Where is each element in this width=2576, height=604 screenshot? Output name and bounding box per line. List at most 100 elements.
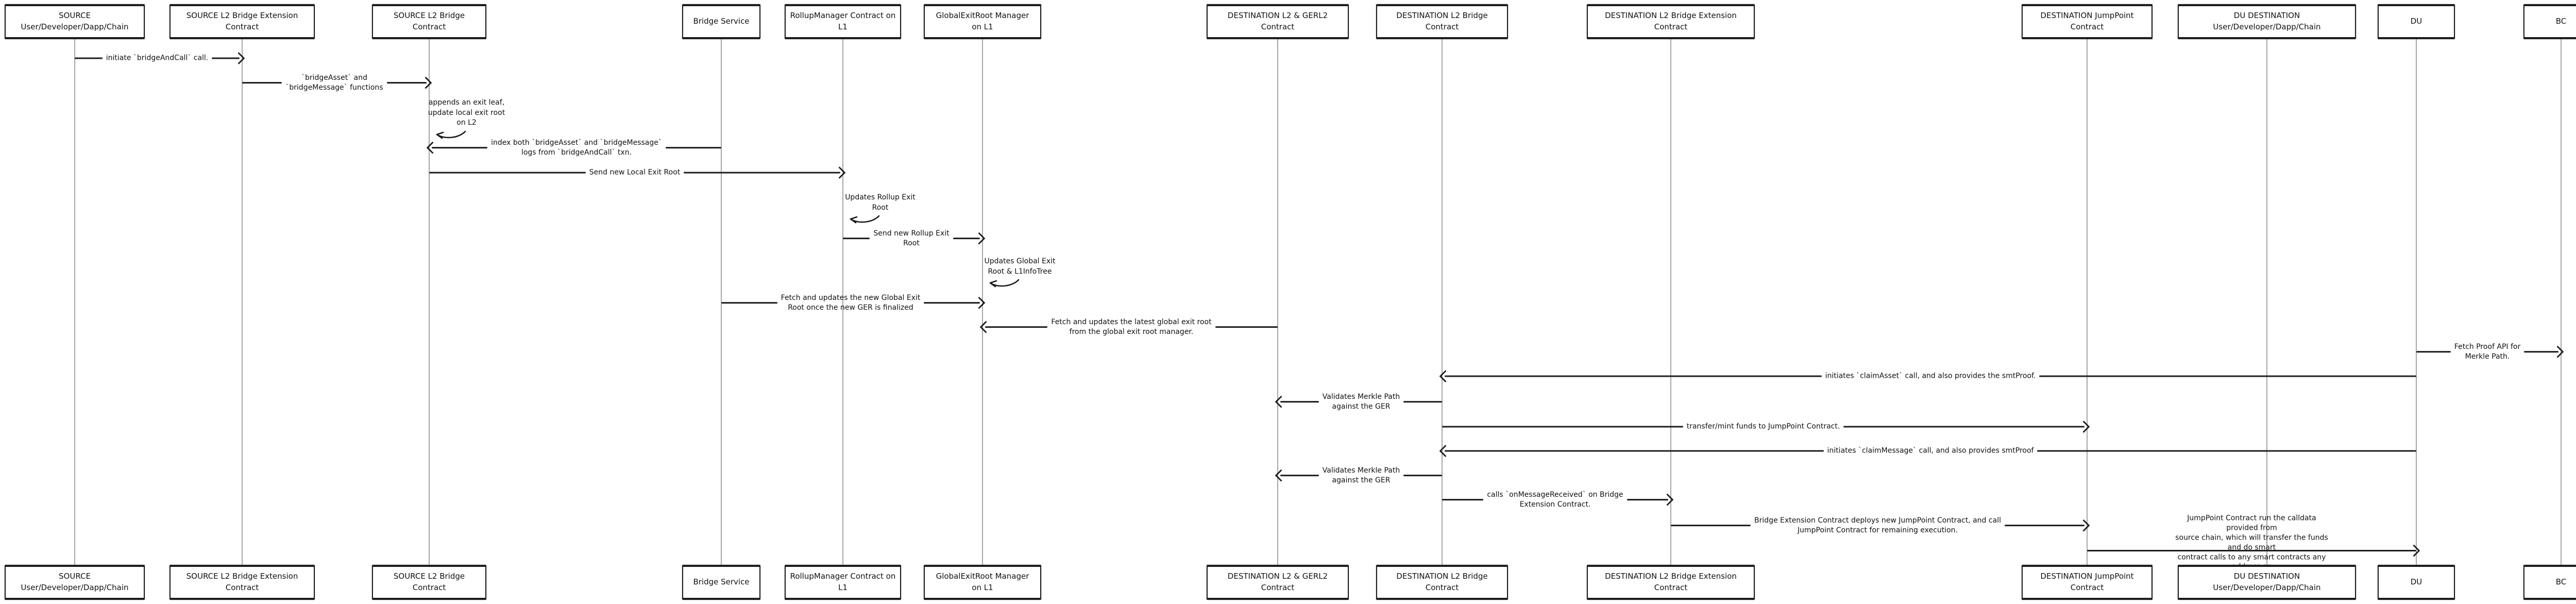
message-label: Validates Merkle Path against the GER	[1322, 393, 1400, 411]
participant-label: SOURCE User/Developer/Dapp/Chain	[21, 11, 129, 31]
message-2: index both `bridgeAsset` and `bridgeMess…	[426, 138, 722, 158]
arrowhead-right-icon	[973, 296, 986, 310]
participant-top-box-du: DU	[2378, 4, 2455, 39]
participant-label: GlobalExitRoot Manager on L1	[936, 11, 1029, 31]
participant-bottom-box-rollup-manager: RollupManager Contract on L1	[785, 565, 901, 600]
participant-label: DESTINATION L2 Bridge Extension Contract	[1605, 572, 1737, 592]
message-8: initiates `claimAsset` call, and also pr…	[1439, 370, 2417, 383]
message-label: Validates Merkle Path against the GER	[1322, 466, 1400, 484]
participant-label: DU	[2410, 577, 2422, 587]
participant-label: Bridge Service	[693, 16, 750, 26]
participant-bottom-box-source-user: SOURCE User/Developer/Dapp/Chain	[5, 565, 145, 600]
participant-top-box-dest-l2-gerl2: DESTINATION L2 & GERL2 Contract	[1207, 4, 1349, 39]
arrowhead-right-icon	[1661, 493, 1674, 507]
message-line	[2524, 351, 2559, 353]
message-3: Send new Local Exit Root	[429, 166, 846, 179]
participant-label: SOURCE User/Developer/Dapp/Chain	[21, 572, 129, 592]
participant-label: DESTINATION JumpPoint Contract	[2040, 11, 2134, 31]
participant-label: DESTINATION L2 Bridge Extension Contract	[1605, 11, 1737, 31]
message-line	[1403, 475, 1442, 477]
message-label: transfer/mint funds to JumpPoint Contrac…	[1686, 422, 1840, 431]
participant-label: BC	[2555, 577, 2567, 587]
participant-bottom-box-bridge-service: Bridge Service	[682, 565, 760, 600]
message-line	[1215, 326, 1278, 328]
participant-top-box-source-user: SOURCE User/Developer/Dapp/Chain	[5, 4, 145, 39]
arrowhead-right-icon	[2551, 345, 2564, 359]
message-line	[212, 57, 240, 59]
participant-label: SOURCE L2 Bridge Extension Contract	[186, 11, 298, 31]
message-line	[1280, 475, 1319, 477]
participant-label: DESTINATION L2 Bridge Contract	[1396, 572, 1488, 592]
message-line	[2087, 549, 2416, 551]
message-label: initiates `claimMessage` call, and also …	[1827, 446, 2034, 455]
message-1: `bridgeAsset` and `bridgeMessage` functi…	[242, 73, 432, 93]
participant-label: DESTINATION L2 & GERL2 Contract	[1227, 11, 1328, 31]
message-line	[2416, 351, 2451, 353]
message-line	[1442, 426, 1683, 428]
message-7: Fetch Proof API for Merkle Path.	[2416, 342, 2564, 362]
participant-bottom-box-source-l2-bridge: SOURCE L2 Bridge Contract	[372, 565, 486, 600]
arrowhead-right-icon	[2077, 420, 2090, 433]
message-label: Send new Local Exit Root	[589, 168, 681, 177]
message-line	[924, 302, 980, 304]
message-line	[985, 326, 1048, 328]
message-line	[684, 172, 841, 174]
participant-bottom-box-dest-l2-gerl2: DESTINATION L2 & GERL2 Contract	[1207, 565, 1349, 600]
participant-top-box-source-bridge-ext: SOURCE L2 Bridge Extension Contract	[170, 4, 315, 39]
message-line	[1442, 499, 1484, 501]
self-message-label: appends an exit leaf, update local exit …	[428, 98, 505, 127]
arrowhead-right-icon	[973, 232, 986, 245]
participant-top-box-ger-manager-l1: GlobalExitRoot Manager on L1	[924, 4, 1041, 39]
self-message-2: Updates Global Exit Root & L1InfoTree	[972, 257, 1067, 290]
message-label: Fetch Proof API for Merkle Path.	[2454, 343, 2521, 361]
message-6: Fetch and updates the latest global exit…	[979, 317, 1278, 337]
self-loop-arrow-icon	[850, 215, 880, 224]
participant-bottom-box-du: DU	[2378, 565, 2455, 600]
participant-top-box-bc: BC	[2523, 4, 2576, 39]
participant-bottom-box-dest-bridge-ext: DESTINATION L2 Bridge Extension Contract	[1587, 565, 1755, 600]
message-label: index both `bridgeAsset` and `bridgeMess…	[491, 139, 662, 157]
self-message-label: Updates Global Exit Root & L1InfoTree	[984, 257, 1056, 276]
message-line	[1671, 525, 1751, 527]
participant-label: SOURCE L2 Bridge Contract	[393, 572, 465, 592]
message-14: Bridge Extension Contract deploys new Ju…	[1671, 516, 2090, 535]
message-line	[2039, 375, 2417, 377]
message-line	[1280, 401, 1319, 403]
message-0: initiate `bridgeAndCall` call.	[75, 52, 245, 65]
message-11: initiates `claimMessage` call, and also …	[1439, 444, 2416, 458]
participant-bottom-box-bc: BC	[2523, 565, 2576, 600]
arrowhead-right-icon	[2408, 544, 2420, 557]
lifeline-source-user	[74, 39, 75, 565]
participant-label: DU DESTINATION User/Developer/Dapp/Chain	[2213, 11, 2321, 31]
message-line	[1626, 499, 1668, 501]
lifeline-dest-l2-gerl2	[1277, 39, 1278, 565]
participant-top-box-dest-l2-bridge: DESTINATION L2 Bridge Contract	[1376, 4, 1508, 39]
message-label: `bridgeAsset` and `bridgeMessage` functi…	[285, 74, 383, 92]
message-label: Fetch and updates the latest global exit…	[1051, 318, 1212, 336]
arrowhead-right-icon	[232, 52, 245, 65]
message-4: Send new Rollup Exit Root	[843, 229, 986, 248]
lifeline-dest-jumppoint	[2087, 39, 2088, 565]
message-line	[843, 238, 870, 240]
message-label: Send new Rollup Exit Root	[873, 229, 950, 247]
participant-top-box-du-destination-user: DU DESTINATION User/Developer/Dapp/Chain	[2178, 4, 2356, 39]
lifeline-du	[2416, 39, 2417, 565]
participant-label: SOURCE L2 Bridge Extension Contract	[186, 572, 298, 592]
participant-label: Bridge Service	[693, 577, 750, 587]
message-line	[432, 147, 488, 149]
participant-label: RollupManager Contract on L1	[790, 11, 896, 31]
lifeline-source-l2-bridge	[429, 39, 430, 565]
message-line	[665, 147, 722, 149]
participant-label: DESTINATION JumpPoint Contract	[2040, 572, 2134, 592]
message-line	[429, 172, 586, 174]
participant-top-box-bridge-service: Bridge Service	[682, 4, 760, 39]
arrowhead-right-icon	[833, 166, 846, 179]
message-label: initiate `bridgeAndCall` call.	[106, 54, 209, 62]
lifeline-dest-bridge-ext	[1670, 39, 1671, 565]
participant-bottom-box-du-destination-user: DU DESTINATION User/Developer/Dapp/Chain	[2178, 565, 2356, 600]
participant-label: DESTINATION L2 & GERL2 Contract	[1227, 572, 1328, 592]
message-line	[242, 82, 282, 84]
participant-top-box-rollup-manager: RollupManager Contract on L1	[785, 4, 901, 39]
message-line	[953, 238, 980, 240]
